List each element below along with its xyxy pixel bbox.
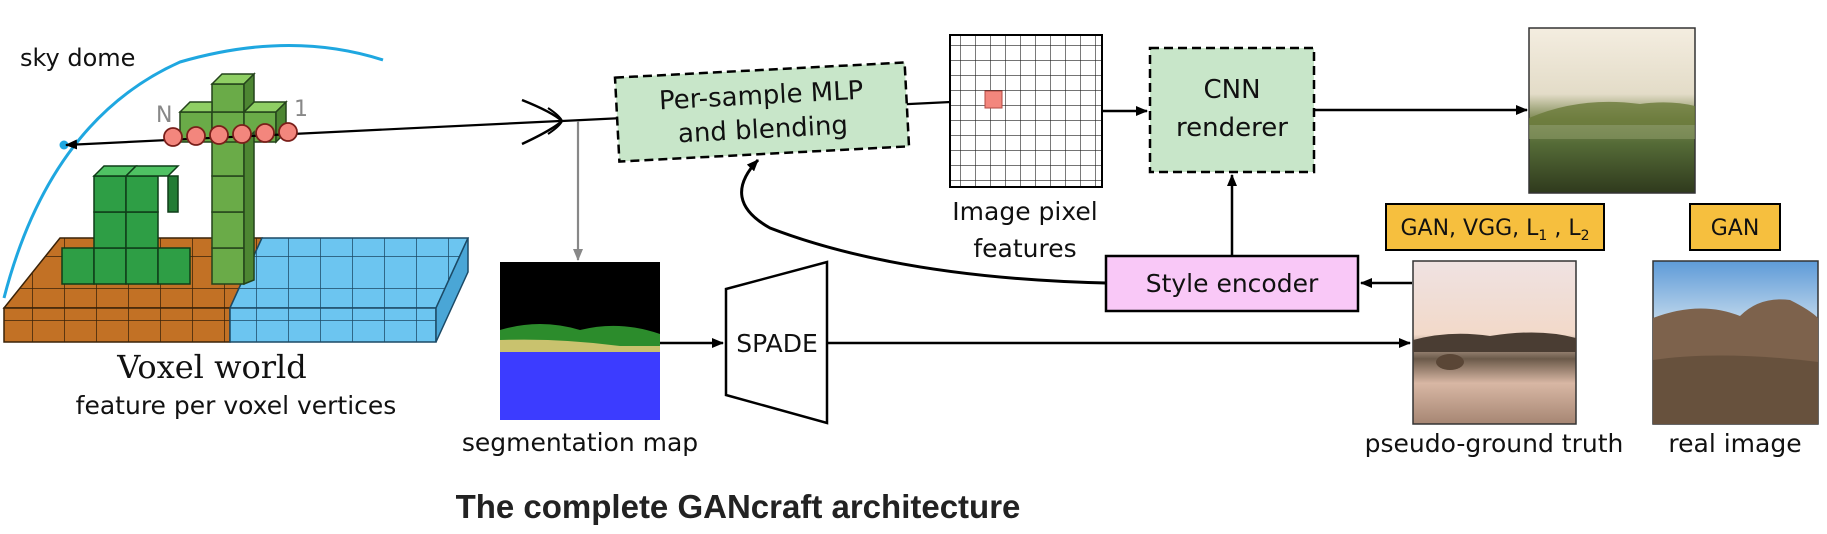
voxel-world: sky dome N 1 Voxel world feature per vox… <box>2 44 561 420</box>
loss-box-right: GAN <box>1689 203 1781 251</box>
loss-left-sub1: 1 <box>1538 228 1547 244</box>
spade-block: SPADE <box>724 260 829 425</box>
voxel-world-label: Voxel world <box>116 348 307 386</box>
real-image-label: real image <box>1668 429 1801 458</box>
voxel-floor-blue <box>228 237 470 309</box>
camera-ray <box>65 119 561 150</box>
pseudo-ground-truth-image: pseudo-ground truth <box>1365 260 1624 458</box>
voxel-floor-front-blue <box>229 307 437 343</box>
cnn-renderer-box: CNN renderer <box>1148 46 1316 174</box>
loss-left-sub2: 2 <box>1581 228 1590 244</box>
ray-label-n: N <box>156 103 172 128</box>
seg-map-label: segmentation map <box>462 428 698 457</box>
voxel-floor-front-brown <box>3 307 231 343</box>
style-to-mlp-arrow <box>740 158 1107 285</box>
loss-left-main: GAN, VGG, L <box>1400 216 1539 241</box>
voxel-floor-side <box>435 237 469 343</box>
voxel-tree-left <box>61 165 191 285</box>
real-image: real image <box>1652 260 1819 458</box>
pixel-label-1: Image pixel <box>952 197 1097 226</box>
voxel-world-sublabel: feature per voxel vertices <box>76 391 397 420</box>
cnn-label-1: CNN <box>1203 75 1260 105</box>
sky-dome-arc <box>2 44 384 299</box>
sky-dome-label: sky dome <box>20 44 135 72</box>
svg-text:GAN, VGG, L1 , L2: GAN, VGG, L1 , L2 <box>1400 216 1589 244</box>
loss-left-sep: , L <box>1547 216 1581 241</box>
segmentation-map: segmentation map <box>462 262 698 457</box>
output-image <box>1528 27 1696 194</box>
loss-right-label: GAN <box>1711 216 1760 241</box>
cnn-label-2: renderer <box>1176 113 1288 143</box>
ray-label-1: 1 <box>294 97 308 122</box>
ray-sample-points <box>163 122 298 147</box>
style-encoder-label: Style encoder <box>1146 269 1319 298</box>
mlp-box: Per-sample MLP and blending <box>613 61 911 163</box>
spade-label: SPADE <box>736 329 818 358</box>
style-encoder-box: Style encoder <box>1104 254 1360 313</box>
pseudo-gt-label: pseudo-ground truth <box>1365 429 1624 458</box>
diagram-caption: The complete GANcraft architecture <box>456 488 1021 525</box>
image-pixel-grid: Image pixel features <box>949 34 1103 263</box>
selected-pixel <box>984 90 1003 109</box>
pixel-label-2: features <box>973 234 1076 263</box>
loss-box-left: GAN, VGG, L1 , L2 <box>1385 203 1605 251</box>
